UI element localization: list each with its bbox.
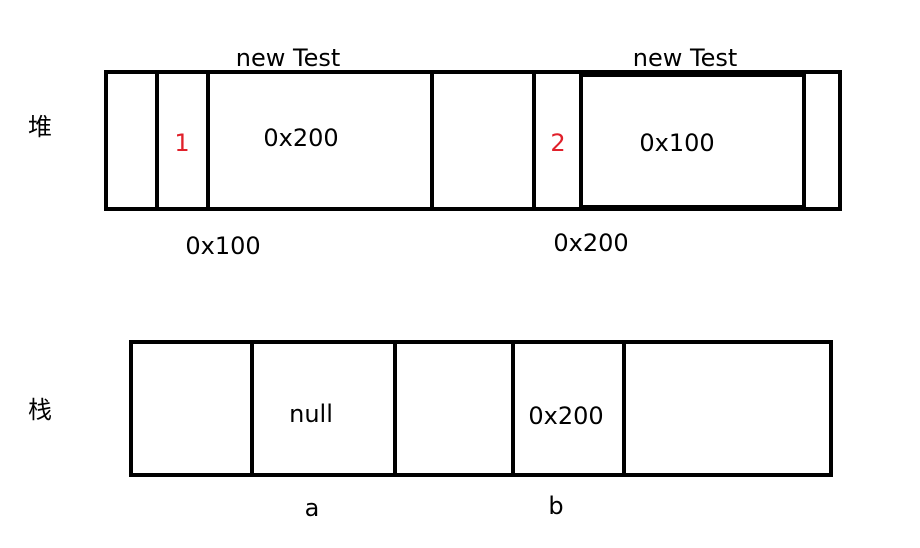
heap-object-value: 1 [174, 129, 189, 157]
heap-label: 堆 [28, 113, 52, 141]
heap-object-address: 0x200 [553, 229, 628, 257]
heap-object-value: 2 [550, 129, 565, 157]
heap-object-2-field-cell [579, 73, 806, 209]
stack-var-name: a [305, 494, 320, 522]
heap-object-field: 0x200 [263, 124, 338, 152]
heap-object-address: 0x100 [185, 232, 260, 260]
stack-outer-box [129, 340, 833, 477]
stack-var-value: 0x200 [528, 402, 603, 430]
heap-outer-box [104, 70, 842, 211]
stack-label: 栈 [28, 396, 52, 424]
stack-var-name: b [548, 492, 563, 520]
heap-object-title: new Test [236, 44, 341, 72]
heap-object-field: 0x100 [639, 129, 714, 157]
stack-var-value: null [289, 400, 333, 428]
stack-region [129, 340, 833, 477]
heap-object-title: new Test [633, 44, 738, 72]
heap-region [104, 70, 842, 211]
